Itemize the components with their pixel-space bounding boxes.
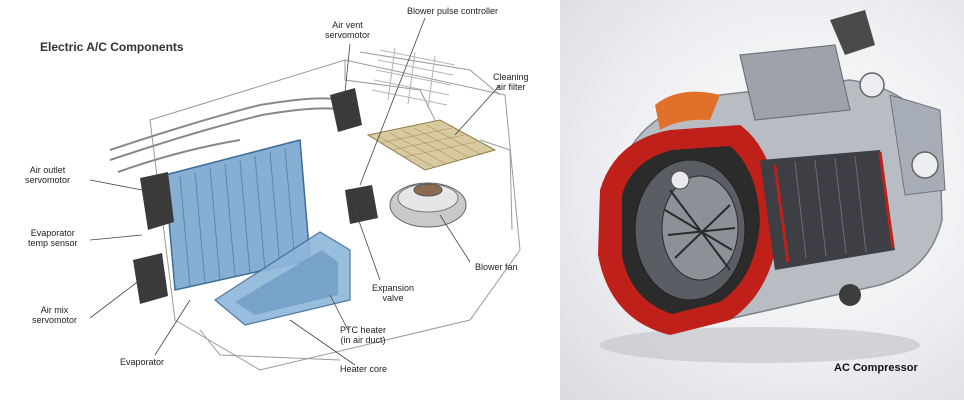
ac-compressor-photo (560, 0, 964, 400)
label-blower-fan: Blower fan (475, 262, 518, 272)
label-cleaning-air-filter-text: Cleaning air filter (493, 72, 529, 92)
label-air-vent-servomotor-text: Air vent servomotor (325, 20, 371, 40)
compressor-illustration (598, 10, 946, 363)
label-evaporator: Evaporator (120, 357, 164, 367)
ac-components-diagram: Electric A/C Components Air vent servomo… (25, 6, 529, 374)
label-air-outlet-servomotor-text: Air outlet servomotor (25, 165, 71, 185)
label-air-mix-servomotor: Air mix servomotor (32, 305, 77, 325)
label-heater-core-text: Heater core (340, 364, 388, 374)
label-evaporator-temp-sensor-text: Evaporator temp sensor (28, 228, 78, 248)
label-evaporator-temp-sensor: Evaporator temp sensor (28, 228, 78, 248)
label-ptc-heater: PTC heater (in air duct) (340, 325, 386, 345)
hvac-illustration (89, 17, 521, 371)
diagram-title: Electric A/C Components (40, 40, 184, 54)
label-ptc-heater-text: PTC heater (in air duct) (340, 325, 387, 345)
label-heater-core: Heater core (340, 364, 387, 374)
label-evaporator-text: Evaporator (120, 357, 165, 367)
label-expansion-valve: Expansion valve (372, 283, 414, 303)
label-blower-pulse-controller-text: Blower pulse controller (407, 6, 499, 16)
label-air-mix-servomotor-text: Air mix servomotor (32, 305, 78, 325)
label-air-vent-servomotor: Air vent servomotor (325, 20, 370, 40)
label-expansion-valve-text: Expansion valve (372, 283, 415, 303)
label-cleaning-air-filter: Cleaning air filter (493, 72, 529, 92)
compressor-title: AC Compressor (834, 362, 918, 374)
label-air-outlet-servomotor: Air outlet servomotor (25, 165, 70, 185)
label-blower-fan-text: Blower fan (475, 262, 518, 272)
label-blower-pulse-controller: Blower pulse controller (407, 6, 498, 16)
